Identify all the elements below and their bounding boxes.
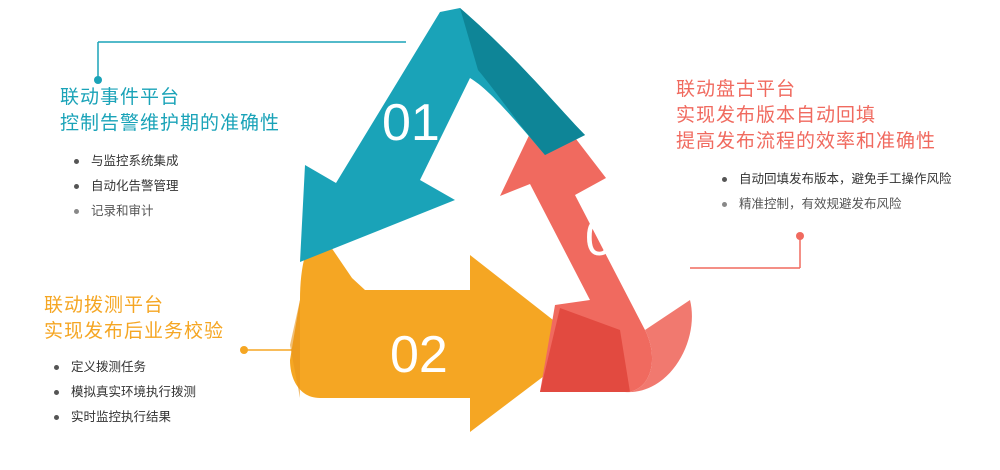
list-item: 模拟真实环境执行拨测 — [54, 379, 224, 404]
probe-platform-block: 联动拨测平台 实现发布后业务校验 定义拨测任务 模拟真实环境执行拨测 实时监控执… — [44, 292, 224, 429]
leader-line-event — [94, 41, 406, 84]
event-platform-title: 联动事件平台 — [60, 86, 181, 108]
event-platform-subtitle: 控制告警维护期的准确性 — [60, 112, 281, 134]
leader-line-pangu — [690, 232, 804, 269]
pangu-platform-subtitle-1: 实现发布版本自动回填 — [676, 104, 877, 126]
arrow-02: 02 — [290, 228, 585, 432]
event-platform-block: 联动事件平台 控制告警维护期的准确性 与监控系统集成 自动化告警管理 记录和审计 — [60, 84, 280, 223]
list-item: 与监控系统集成 — [74, 148, 280, 173]
list-item: 自动化告警管理 — [74, 173, 280, 198]
list-item: 自动回填发布版本，避免手工操作风险 — [722, 166, 952, 191]
arrow-number-02: 02 — [390, 326, 448, 384]
list-item: 精准控制，有效规避发布风险 — [722, 191, 952, 216]
list-item: 实时监控执行结果 — [54, 404, 224, 429]
pangu-platform-subtitle-2: 提高发布流程的效率和准确性 — [676, 130, 937, 152]
arrow-01: 01 — [300, 8, 585, 262]
arrow-number-01: 01 — [382, 94, 440, 152]
leader-line-probe — [240, 346, 296, 354]
list-item: 定义拨测任务 — [54, 354, 224, 379]
probe-platform-title: 联动拨测平台 — [44, 294, 165, 316]
arrow-03: 03 — [500, 100, 692, 393]
pangu-platform-block: 联动盘古平台 实现发布版本自动回填 提高发布流程的效率和准确性 自动回填发布版本… — [676, 76, 952, 216]
pangu-platform-title: 联动盘古平台 — [676, 78, 797, 100]
probe-platform-subtitle: 实现发布后业务校验 — [44, 320, 225, 342]
pangu-platform-bullets: 自动回填发布版本，避免手工操作风险 精准控制，有效规避发布风险 — [722, 166, 952, 216]
list-item: 记录和审计 — [74, 198, 280, 223]
event-platform-bullets: 与监控系统集成 自动化告警管理 记录和审计 — [74, 148, 280, 223]
probe-platform-bullets: 定义拨测任务 模拟真实环境执行拨测 实时监控执行结果 — [54, 354, 224, 429]
arrow-number-03: 03 — [585, 209, 643, 267]
